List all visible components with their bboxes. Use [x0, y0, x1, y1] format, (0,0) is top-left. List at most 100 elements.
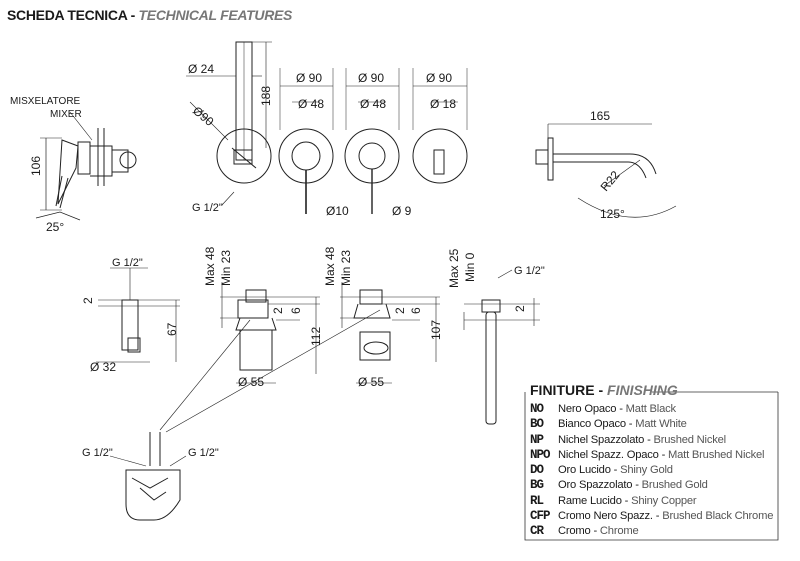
dim-min23-a: Min 23 [219, 250, 233, 286]
finish-it: Cromo [558, 525, 591, 538]
finish-en: Brushed Nickel [653, 433, 727, 446]
finish-it: Nichel Spazzolato [558, 433, 645, 446]
dim-d90-c: Ø 90 [426, 71, 452, 85]
small-body-section [96, 267, 180, 363]
finish-it: Nero Opaco [558, 403, 617, 415]
finish-row-npo: NPO Nichel Spazz. Opaco - Matt Brushed N… [530, 447, 765, 462]
dim-d48-a: Ø 48 [298, 97, 324, 111]
dim-angle-25: 25° [46, 220, 64, 234]
finish-en: Matt White [635, 418, 687, 431]
dim-d55-b: Ø 55 [358, 375, 384, 389]
finish-it: Oro Lucido [558, 464, 611, 477]
dim-165: 165 [590, 109, 610, 123]
finish-it: Rame Lucido [558, 494, 622, 507]
dim-d10: Ø10 [326, 204, 349, 218]
dim-d90-b: Ø 90 [358, 71, 384, 85]
dim-max25: Max 25 [447, 248, 461, 288]
finish-en: Brushed Black Chrome [662, 510, 774, 523]
dim-2-d: 2 [513, 305, 527, 312]
finish-code: CFP [530, 509, 551, 524]
spout-front-view [186, 41, 272, 206]
title-english: TECHNICAL FEATURES [138, 7, 293, 23]
label-g12-d: G 1/2" [82, 447, 113, 459]
label-mixer-en: MIXER [50, 109, 82, 120]
dim-min23-b: Min 23 [339, 250, 353, 286]
finishing-title-en: FINISHING [607, 382, 678, 398]
dim-107: 107 [429, 320, 443, 340]
finish-row-np: NP Nichel Spazzolato - Brushed Nickel [530, 432, 727, 447]
dim-max48-a: Max 48 [203, 246, 217, 286]
mixer-side-view [35, 111, 137, 221]
finish-row-cfp: CFP Cromo Nero Spazz. - Brushed Black Ch… [530, 509, 774, 524]
finish-code: CR [530, 524, 544, 539]
dim-r22: R22 [598, 168, 623, 194]
spout-pipe-section [463, 269, 540, 425]
finish-en: Matt Brushed Nickel [668, 448, 765, 461]
finish-en: Shiny Copper [631, 494, 697, 507]
dim-d48-b: Ø 48 [360, 97, 386, 111]
dim-6-a: 6 [289, 307, 303, 314]
finish-code: BG [530, 478, 544, 493]
finishing-list: NO Nero Opaco - Matt Black BO Bianco Opa… [530, 402, 790, 540]
dim-d90-a: Ø 90 [296, 71, 322, 85]
title-separator: - [127, 7, 139, 23]
finish-code: BO [530, 417, 544, 432]
finish-it: Oro Spazzolato [558, 479, 633, 492]
finish-code: DO [530, 463, 544, 478]
dim-max48-b: Max 48 [323, 246, 337, 286]
finish-row-do: DO Oro Lucido - Shiny Gold [530, 463, 673, 478]
dim-188: 188 [259, 86, 273, 106]
body-section-1 [220, 282, 320, 384]
plate-mixer-front [278, 68, 334, 214]
finishing-frame [524, 392, 779, 541]
plate-spout-front [412, 68, 468, 184]
dim-112: 112 [309, 327, 323, 346]
dim-d9: Ø 9 [392, 204, 412, 218]
dim-angle-125: 125° [600, 207, 625, 221]
finish-en: Matt Black [625, 403, 676, 415]
page-title: SCHEDA TECNICA - TECHNICAL FEATURES [7, 7, 292, 23]
finish-row-bo: BO Bianco Opaco - Matt White [530, 417, 687, 432]
dim-d24: Ø 24 [188, 62, 214, 76]
finish-code: RL [530, 493, 544, 508]
dim-106: 106 [29, 156, 43, 176]
dim-min0: Min 0 [463, 252, 477, 282]
label-g12-e: G 1/2" [188, 447, 219, 459]
finish-row-rl: RL Rame Lucido - Shiny Copper [530, 493, 697, 508]
dim-2-a: 2 [81, 297, 95, 304]
finishing-title-sep: - [594, 382, 608, 398]
body-section-2 [340, 282, 440, 384]
finish-row-no: NO Nero Opaco - Matt Black [530, 402, 676, 416]
dim-d55-a: Ø 55 [238, 375, 264, 389]
finish-it: Bianco Opaco [558, 418, 626, 431]
label-g12-a: G 1/2" [192, 202, 223, 214]
dim-2-c: 2 [393, 307, 407, 314]
spout-side-view [535, 123, 677, 218]
finish-en: Shiny Gold [620, 464, 673, 477]
finishing-title-it: FINITURE [530, 382, 595, 398]
finish-en: Brushed Gold [641, 479, 708, 492]
finish-code: NO [530, 402, 544, 416]
plate-diverter-front [344, 68, 400, 214]
dim-6-b: 6 [409, 307, 423, 314]
finish-it: Nichel Spazz. Opaco [558, 448, 659, 461]
finish-it: Cromo Nero Spazz. [558, 510, 653, 523]
finish-row-bg: BG Oro Spazzolato - Brushed Gold [530, 478, 708, 493]
finish-code: NP [530, 432, 544, 447]
title-italian: SCHEDA TECNICA [7, 7, 127, 23]
dim-67: 67 [165, 322, 179, 336]
dim-r90: Ø90 [190, 104, 217, 130]
label-g12-c: G 1/2" [514, 265, 545, 277]
finish-row-cr: CR Cromo - Chrome [530, 524, 639, 539]
bottom-fitting [109, 309, 381, 521]
dim-d32: Ø 32 [90, 360, 116, 374]
finish-code: NPO [530, 447, 551, 462]
label-g12-b: G 1/2" [112, 257, 143, 269]
label-mixer-it: MISXELATORE [10, 96, 81, 107]
finish-en: Chrome [599, 525, 639, 538]
dim-2-b: 2 [271, 307, 285, 314]
finishing-title: FINITURE - FINISHING [530, 382, 678, 398]
dim-d18: Ø 18 [430, 97, 456, 111]
